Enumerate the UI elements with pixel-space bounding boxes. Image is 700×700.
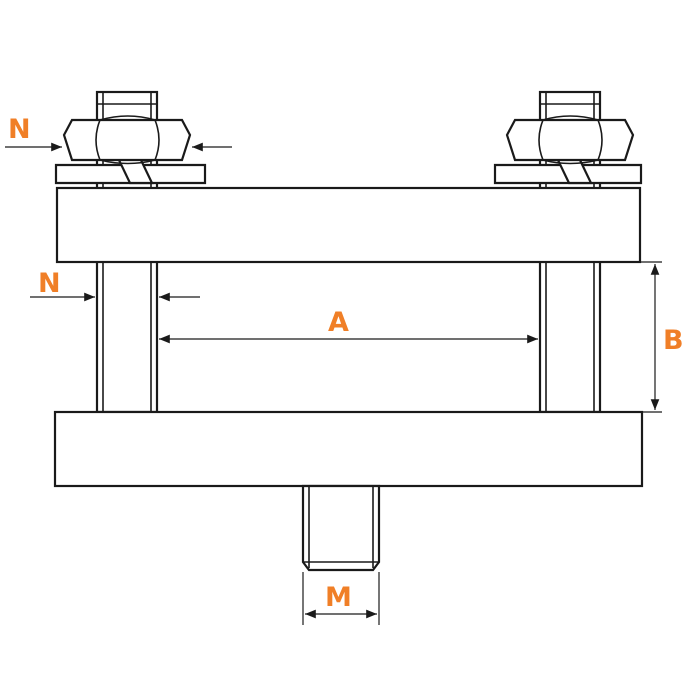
right-hex-nut [505, 115, 635, 165]
left-hex-nut [62, 115, 192, 165]
dimension-thread-size [302, 572, 380, 625]
left-washer [54, 156, 207, 185]
label-thread-size: M [325, 582, 352, 613]
right-washer [493, 156, 643, 185]
top-plate [55, 186, 642, 264]
dimension-plate-gap [640, 261, 662, 413]
label-rod-width: N [38, 268, 61, 299]
label-plate-gap: B [663, 325, 684, 356]
bottom-plate [53, 410, 644, 488]
bottom-threaded-bolt [301, 484, 381, 572]
label-nut-width: N [8, 114, 31, 145]
label-rod-spacing: A [328, 307, 349, 338]
